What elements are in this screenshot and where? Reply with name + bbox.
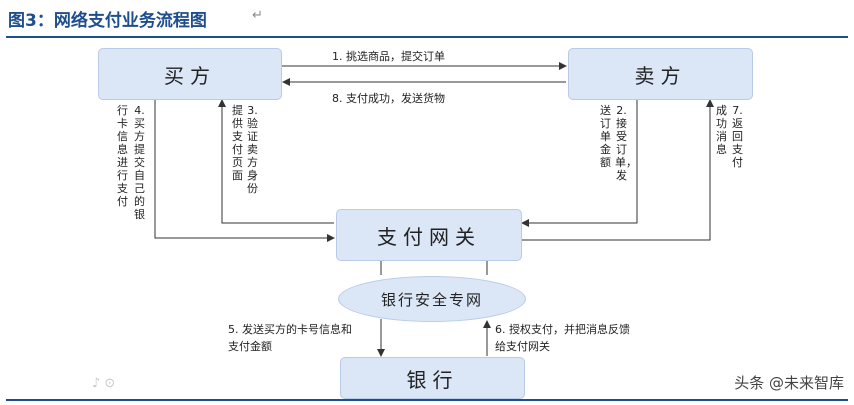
watermark-text: 头条 @未来智库 (734, 374, 844, 392)
edge-3-label-col2: 提供支付页面 (232, 104, 243, 182)
page-title: 图3：网络支付业务流程图 (8, 11, 207, 31)
edge-2-arrow (521, 98, 638, 227)
bank-node: 银行 (340, 357, 525, 399)
edge-1-label: 1. 挑选商品，提交订单 (332, 50, 445, 63)
edge-6-label-line2: 给支付网关 (495, 340, 550, 353)
edge-4-arrow (154, 98, 335, 242)
edge-8-label: 8. 支付成功，发送货物 (332, 92, 445, 105)
edge-5-label-line1: 5. 发送买方的卡号信息和 (228, 323, 352, 336)
top-divider (6, 36, 848, 38)
seller-node: 卖方 (568, 48, 753, 100)
gateway-node: 支付网关 (336, 209, 522, 261)
edge-7-label-col1: 7. 返回支付 (732, 104, 743, 169)
edge-4-label-col1: 4. 买方提交自己的银 (134, 104, 145, 221)
edge-4-label-col2: 行卡信息进行支付 (117, 104, 128, 208)
return-mark-icon: ↵ (252, 8, 263, 23)
bank-network-node: 银行安全专网 (338, 276, 526, 322)
buyer-node: 买方 (98, 48, 282, 100)
bottom-divider (6, 399, 848, 401)
faded-logo-icon: ♪ ⊙ (92, 376, 116, 391)
edge-3-label-col1: 3. 验证卖方身份 (247, 104, 258, 195)
edge-2-label-col2: 送订单金额 (600, 104, 611, 169)
edge-7-label-col2: 成功消息 (716, 104, 727, 156)
edge-5-label-line2: 支付金额 (228, 340, 272, 353)
edge-6-label-line1: 6. 授权支付，并把消息反馈 (495, 323, 630, 336)
edge-3-arrow (218, 99, 334, 224)
edge-7-arrow (522, 99, 714, 241)
edge-2-label-col1: 2. 接受订单，发 (615, 104, 637, 182)
